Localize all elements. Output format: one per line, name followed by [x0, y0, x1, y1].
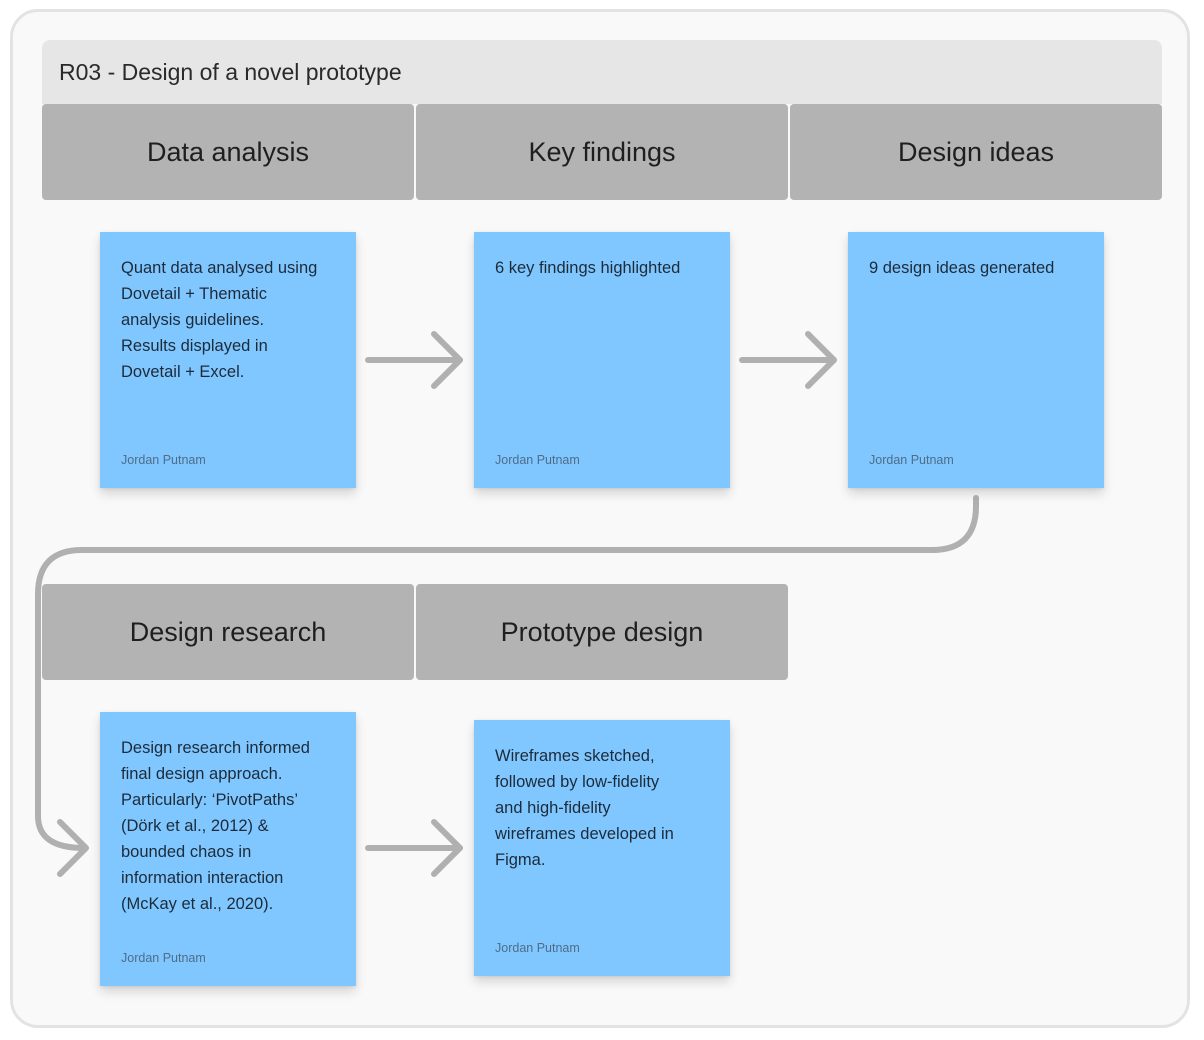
- sticky-note-text: 6 key findings highlighted: [495, 259, 681, 277]
- sticky-note-design-ideas[interactable]: 9 design ideas generated Jordan Putnam: [848, 232, 1104, 488]
- arrow-findings-to-ideas[interactable]: [739, 331, 837, 389]
- sticky-note-author: Jordan Putnam: [121, 453, 206, 467]
- arrow-research-to-prototype[interactable]: [365, 819, 463, 877]
- section-title: R03 - Design of a novel prototype: [59, 59, 402, 85]
- sticky-note-author: Jordan Putnam: [495, 941, 580, 955]
- sticky-note-prototype-design[interactable]: Wireframes sketched, followed by low-fid…: [474, 720, 730, 976]
- sticky-note-key-findings[interactable]: 6 key findings highlighted Jordan Putnam: [474, 232, 730, 488]
- sticky-note-data-analysis[interactable]: Quant data analysed using Dovetail + The…: [100, 232, 356, 488]
- header-design-ideas[interactable]: Design ideas: [790, 104, 1162, 200]
- arrow-data-to-findings[interactable]: [365, 331, 463, 389]
- sticky-note-text: Quant data analysed using Dovetail + The…: [121, 259, 318, 381]
- header-prototype-design[interactable]: Prototype design: [416, 584, 788, 680]
- arrow-ideas-to-research[interactable]: [35, 495, 979, 877]
- header-data-analysis[interactable]: Data analysis: [42, 104, 414, 200]
- header-key-findings[interactable]: Key findings: [416, 104, 788, 200]
- sticky-note-text: Wireframes sketched, followed by low-fid…: [495, 747, 674, 869]
- sticky-note-author: Jordan Putnam: [495, 453, 580, 467]
- sticky-note-author: Jordan Putnam: [869, 453, 954, 467]
- sticky-note-author: Jordan Putnam: [121, 951, 206, 965]
- header-design-research[interactable]: Design research: [42, 584, 414, 680]
- sticky-note-design-research[interactable]: Design research informed final design ap…: [100, 712, 356, 986]
- sticky-note-text: 9 design ideas generated: [869, 259, 1055, 277]
- section-header[interactable]: R03 - Design of a novel prototype: [42, 40, 1162, 104]
- sticky-note-text: Design research informed final design ap…: [121, 739, 310, 913]
